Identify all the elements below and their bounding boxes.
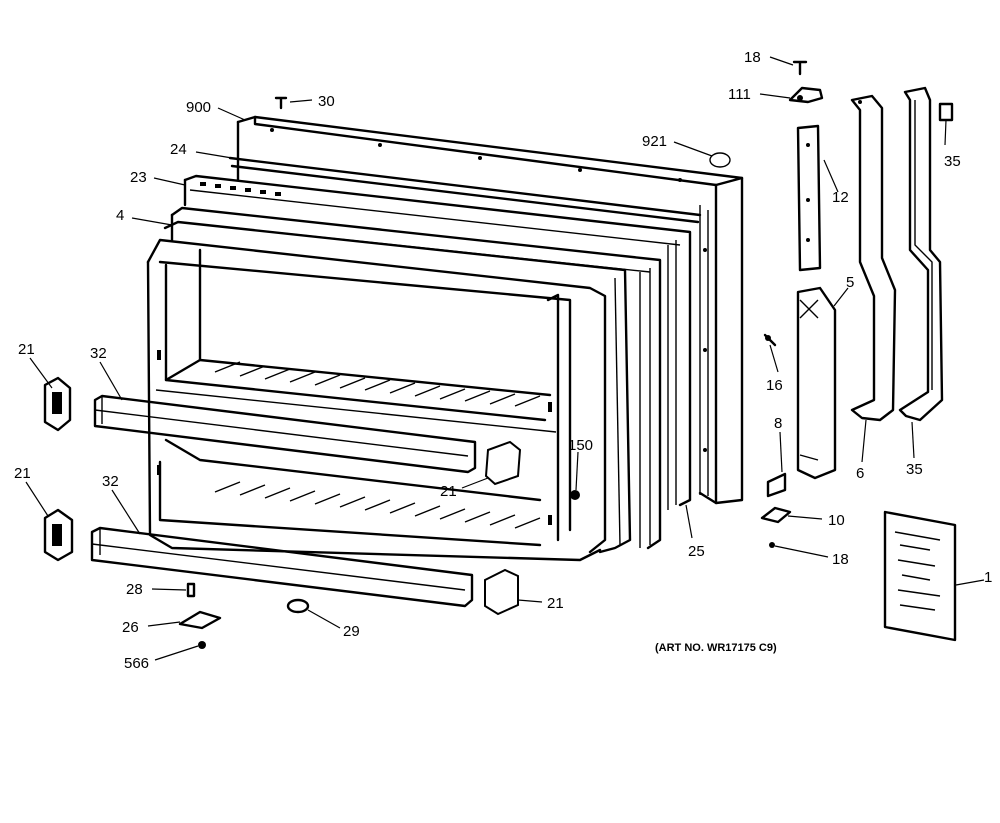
callout-labels: 900 30 24 23 4 921 18 111 12 35 5 16 6 3… — [14, 49, 992, 672]
callout-32-top: 32 — [90, 345, 107, 362]
callout-900: 900 — [186, 99, 211, 116]
handle-35 — [898, 86, 944, 422]
callout-23: 23 — [130, 169, 147, 186]
insert-35 — [938, 102, 954, 122]
callout-28: 28 — [126, 581, 143, 598]
callout-21-left-bottom: 21 — [14, 465, 31, 482]
screw-566 — [198, 641, 206, 649]
callout-921: 921 — [642, 133, 667, 150]
hinge-pin-10 — [760, 506, 792, 524]
screw-18-bottom — [769, 542, 775, 548]
stop-8 — [766, 472, 787, 498]
callout-6: 6 — [856, 465, 864, 482]
callout-10: 10 — [828, 512, 845, 529]
callout-566: 566 — [124, 655, 149, 672]
callout-4: 4 — [116, 207, 124, 224]
callout-12: 12 — [832, 189, 849, 206]
screw-16 — [763, 333, 777, 347]
outer-door-panel — [236, 115, 744, 505]
leader-lines — [25, 56, 985, 661]
hinge-bracket-5 — [796, 286, 837, 480]
callout-18-top: 18 — [744, 49, 761, 66]
callout-21-left-top: 21 — [18, 341, 35, 358]
washer-29 — [286, 598, 310, 614]
callout-21-mid: 21 — [440, 483, 457, 500]
hinge-26 — [178, 610, 222, 630]
plug-921 — [709, 152, 731, 168]
rail-end-cap-left-bottom — [43, 508, 74, 562]
rail-end-cap-mid — [484, 440, 522, 486]
callout-111: 111 — [728, 86, 751, 103]
door-liner — [146, 220, 632, 554]
callout-30: 30 — [318, 93, 335, 110]
breaker-strip-frame — [170, 206, 662, 550]
callout-18-bottom: 18 — [832, 551, 849, 568]
rail-end-cap-left-top — [43, 376, 72, 432]
screw-150 — [570, 490, 580, 500]
callout-150: 150 — [568, 437, 593, 454]
door-liner-inner-shelves — [146, 248, 602, 562]
callout-32-bottom: 32 — [102, 473, 119, 490]
door-shelf-rail-lower — [90, 526, 474, 608]
callout-21-bottom: 21 — [547, 595, 564, 612]
callout-29: 29 — [343, 623, 360, 640]
callout-26: 26 — [122, 619, 139, 636]
art-number: (ART NO. WR17175 C9) — [655, 642, 777, 654]
callout-8: 8 — [774, 415, 782, 432]
callout-1: 1 — [984, 569, 992, 586]
callout-35-bottom: 35 — [906, 461, 923, 478]
callout-25: 25 — [688, 543, 705, 560]
hinge-bracket-12 — [796, 124, 822, 272]
door-shelf-rail-upper — [93, 394, 477, 474]
screw-18-top — [792, 60, 808, 76]
handle-6 — [850, 94, 897, 422]
rail-end-cap-bottom — [484, 568, 519, 616]
door-gasket — [183, 174, 692, 510]
callout-5: 5 — [846, 274, 854, 291]
callout-35-top: 35 — [944, 153, 961, 170]
callout-24: 24 — [170, 141, 187, 158]
hinge-cover-111 — [788, 86, 824, 104]
screw-30 — [274, 96, 288, 110]
callout-16: 16 — [766, 377, 783, 394]
door-liner-trim — [228, 156, 702, 224]
screw-28 — [186, 582, 196, 598]
instruction-card — [883, 510, 957, 642]
